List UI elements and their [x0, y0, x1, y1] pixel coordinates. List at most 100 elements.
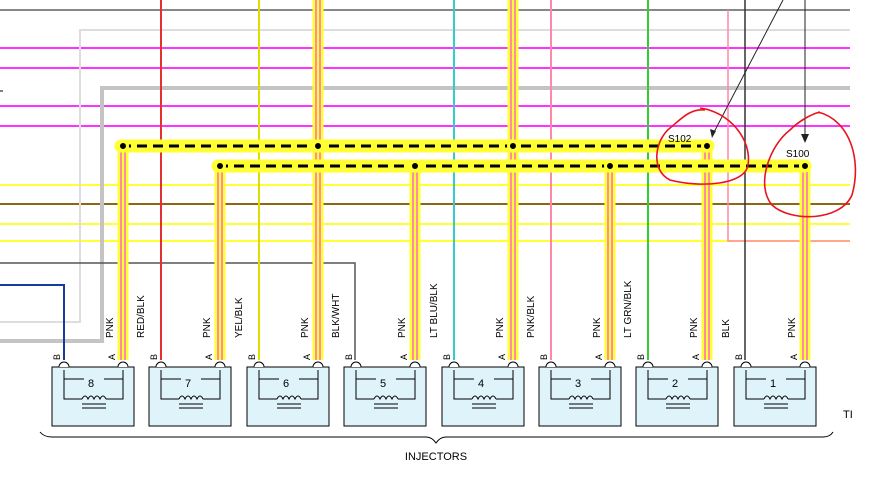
b-wire-label: YEL/BLK	[234, 297, 245, 338]
splice-dot	[214, 160, 226, 172]
a-wire-label: PNK	[787, 317, 798, 338]
splice-dots	[117, 140, 811, 172]
injector-number: 1	[770, 378, 776, 390]
b-wire-label: PNK/BLK	[526, 295, 537, 338]
bracket-line	[39, 431, 834, 444]
injector-number: 6	[283, 378, 289, 390]
coil-icon	[568, 395, 594, 401]
injector-number: 7	[185, 378, 191, 390]
injector-3[interactable]: 3	[538, 361, 622, 427]
coil-frame-left	[453, 379, 472, 400]
pin-b-label: B	[442, 354, 452, 360]
injector-6[interactable]: 6	[246, 361, 330, 427]
injector-number: 5	[380, 378, 386, 390]
injector-body	[51, 366, 135, 427]
pin-b-terminal	[155, 361, 167, 368]
coil-icon	[763, 395, 789, 401]
injector-body	[538, 366, 622, 427]
injector-number: 4	[478, 378, 484, 390]
b-wire-label: BLK/WHT	[331, 294, 342, 338]
coil-icon	[373, 395, 399, 401]
a-wire-label: PNK	[495, 317, 506, 338]
pin-b-label: B	[247, 354, 257, 360]
a-wire-label: PNK	[592, 317, 603, 338]
pin-a-terminal	[409, 361, 421, 368]
b-wire-label: BLK	[721, 319, 732, 338]
splice-dot	[117, 140, 129, 152]
splice-label-s100: S100	[786, 149, 810, 160]
injectors: 8 7 6 5 4 3 2 1	[51, 361, 817, 427]
injector-number: 2	[672, 378, 678, 390]
injector-7[interactable]: 7	[148, 361, 232, 427]
coil-frame-left	[745, 379, 764, 400]
pnk-power-wires	[117, 0, 811, 360]
pin-a-terminal	[507, 361, 519, 368]
coil-frame-right	[496, 379, 514, 400]
coil-frame-right	[203, 379, 221, 400]
edge-text: TI	[843, 409, 853, 421]
pin-b-terminal	[545, 361, 557, 368]
injector-1[interactable]: 1	[733, 361, 817, 427]
pin-a-terminal	[117, 361, 129, 368]
injector-8[interactable]: 8	[51, 361, 135, 427]
pin-b-terminal	[740, 361, 752, 368]
injectors-bracket: INJECTORS TI	[39, 409, 853, 463]
injector-4[interactable]: 4	[441, 361, 525, 427]
coil-frame-left	[550, 379, 569, 400]
injectors-label: INJECTORS	[405, 451, 467, 463]
pin-a-terminal	[701, 361, 713, 368]
splice-dot	[409, 160, 421, 172]
coil-icon	[665, 395, 691, 401]
b-pin-wires	[160, 0, 746, 360]
wire-labels: PNK A B PNK RED/BLK A B PNK YEL/BLK A B PNK BLK/WHT A…	[52, 280, 799, 360]
pin-b-terminal	[58, 361, 70, 368]
coil-frame-right	[398, 379, 416, 400]
pin-a-label: A	[204, 354, 214, 360]
injector-number: 8	[88, 378, 94, 390]
wire-lightgray-route	[0, 29, 850, 323]
background-wires	[0, 9, 850, 360]
a-wire-label: PNK	[105, 317, 116, 338]
pin-a-label: A	[107, 354, 117, 360]
injector-body	[635, 366, 719, 427]
injector-5[interactable]: 5	[343, 361, 427, 427]
pin-a-label: A	[594, 354, 604, 360]
pin-a-label: A	[691, 354, 701, 360]
a-wire-label: PNK	[397, 317, 408, 338]
injector-body	[246, 366, 330, 427]
splice-dot	[799, 160, 811, 172]
pin-a-terminal	[312, 361, 324, 368]
arrowhead-s100	[801, 134, 809, 143]
injector-number: 3	[575, 378, 581, 390]
coil-frame-left	[355, 379, 374, 400]
injector-2[interactable]: 2	[635, 361, 719, 427]
pin-a-terminal	[604, 361, 616, 368]
b-wire-label: RED/BLK	[136, 295, 147, 338]
coil-frame-left	[647, 379, 666, 400]
coil-frame-left	[258, 379, 277, 400]
pin-b-terminal	[350, 361, 362, 368]
splice-dot	[312, 140, 324, 152]
red-circle-s102	[656, 107, 750, 185]
pin-b-label: B	[149, 354, 159, 360]
a-wire-label: PNK	[202, 317, 213, 338]
pin-a-terminal	[799, 361, 811, 368]
coil-frame-left	[160, 379, 179, 400]
coil-frame-right	[690, 379, 708, 400]
pin-b-label: B	[734, 354, 744, 360]
pin-b-label: B	[52, 354, 62, 360]
coil-frame-right	[788, 379, 806, 400]
splice-dot	[701, 140, 713, 152]
coil-frame-left	[63, 379, 82, 400]
injector-body	[343, 366, 427, 427]
pin-a-label: A	[302, 354, 312, 360]
splice-label-s102: S102	[668, 134, 692, 145]
wire-gray-route	[0, 86, 850, 343]
annotations: S102 S100	[656, 0, 857, 218]
coil-frame-right	[593, 379, 611, 400]
coil-icon	[276, 395, 302, 401]
pin-a-label: A	[399, 354, 409, 360]
injector-body	[733, 366, 817, 427]
